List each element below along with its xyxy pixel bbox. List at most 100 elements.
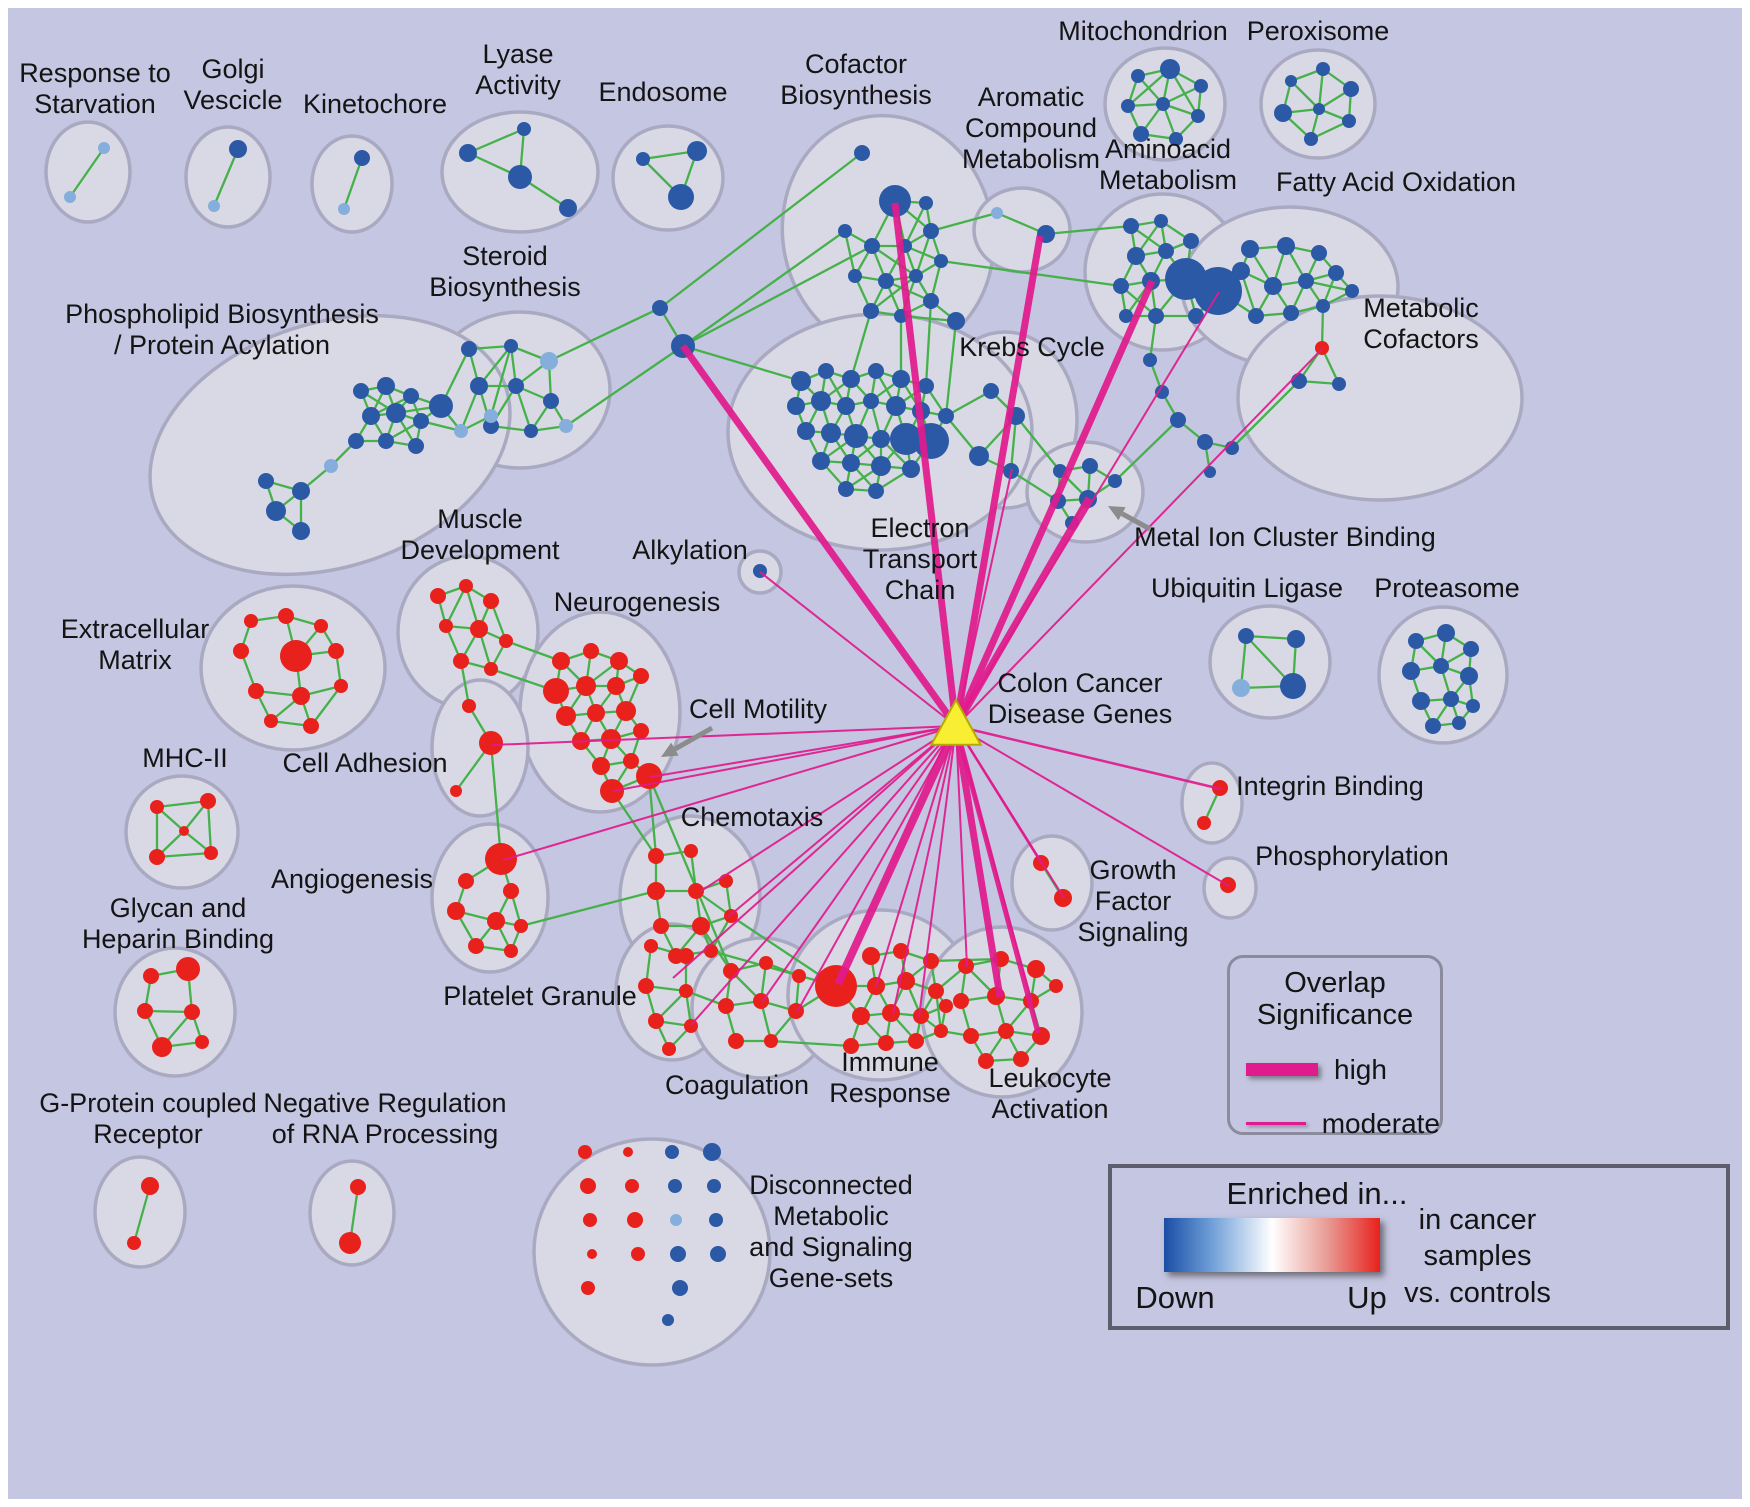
gene-set-node-proteasome [1443, 691, 1459, 707]
hub-layer [929, 697, 983, 746]
pointer-arrow-shaft [673, 725, 714, 752]
cluster-ellipse-angiogenesis [430, 822, 550, 974]
high-significance-label: high [1334, 1053, 1387, 1085]
gene-set-node-ubiquitin-ligase [1238, 628, 1254, 644]
gene-set-node-proteasome [1402, 662, 1420, 680]
gene-set-node-phospholipid-biosynthesis [484, 409, 498, 423]
gradient-down-label: Down [1135, 1280, 1215, 1315]
gene-set-node-junction-nodes [652, 300, 668, 316]
gene-set-node-leukocyte-activation [963, 1028, 979, 1044]
gene-set-node-angiogenesis [447, 902, 465, 920]
cluster-label-growth-factor-signaling: Factor [1095, 886, 1172, 916]
pointer-arrow-shaft [1120, 511, 1152, 532]
gene-set-node-extracellular-matrix [248, 683, 264, 699]
cluster-label-extracellular-matrix: Extracellular [61, 614, 210, 644]
gene-set-node-immune-response [878, 1035, 894, 1051]
gene-set-node-glycan-heparin-binding [137, 1003, 153, 1019]
gene-set-node-electron-transport-chain [787, 397, 805, 415]
gene-set-node-disconnected-gene-sets [623, 1147, 633, 1157]
gene-set-node-proteasome [1463, 641, 1479, 657]
arrows-layer [661, 506, 1152, 757]
gene-set-node-neurogenesis [556, 706, 576, 726]
gene-set-node-phospholipid-biosynthesis [353, 383, 369, 399]
cluster-label-neurogenesis: Neurogenesis [554, 587, 721, 617]
gene-set-node-extracellular-matrix [244, 614, 258, 628]
cluster-label-phospholipid-biosynthesis: Phospholipid Biosynthesis [65, 299, 379, 329]
gene-set-node-cell-adhesion [479, 731, 503, 755]
gene-set-node-glycan-heparin-binding [195, 1035, 209, 1049]
cluster-label-growth-factor-signaling: Growth [1089, 855, 1176, 885]
pointer-arrow-head [661, 742, 679, 757]
cluster-label-proteasome: Proteasome [1374, 573, 1520, 603]
gene-set-node-disconnected-gene-sets [580, 1178, 596, 1194]
gene-set-node-electron-transport-chain [871, 456, 891, 476]
gene-set-node-electron-transport-chain [892, 370, 910, 388]
cluster-ellipse-aromatic-compound-metabolism [972, 186, 1072, 274]
gene-set-node-cofactor-biosynthesis [848, 269, 862, 283]
cluster-label-platelet-granule: Platelet Granule [443, 981, 637, 1011]
gene-set-node-chemotaxis [648, 848, 664, 864]
gene-set-node-cofactor-biosynthesis [878, 273, 894, 289]
gene-set-node-cofactor-biosynthesis [879, 185, 911, 217]
gene-set-node-aminoacid-metabolism [1154, 214, 1168, 228]
gene-set-node-cofactor-biosynthesis [923, 293, 939, 309]
gene-set-node-aminoacid-metabolism [1148, 308, 1164, 324]
inter-cluster-edge [548, 306, 661, 363]
gene-set-overlap-edge [1310, 119, 1350, 141]
significance-edges-layer [491, 202, 1323, 1034]
gene-set-node-mitochondrion [1194, 79, 1208, 93]
gene-set-node-neurogenesis [587, 704, 605, 722]
gene-set-node-neurogenesis [616, 701, 636, 721]
gene-set-node-angiogenesis [487, 912, 505, 930]
cluster-label-glycan-heparin-binding: Glycan and [110, 893, 247, 923]
moderate-significance-edge [491, 725, 957, 746]
gene-set-node-cofactor-biosynthesis [863, 303, 879, 319]
gene-set-overlap-edge [1009, 415, 1018, 472]
pointer-arrow-head [1108, 506, 1126, 521]
gene-set-node-metabolic-cofactors [1332, 377, 1346, 391]
gene-set-node-cofactor-biosynthesis [923, 223, 939, 239]
gene-set-node-disconnected-gene-sets [672, 1280, 688, 1296]
gene-set-node-lyase-activity [517, 122, 531, 136]
gene-set-node-disconnected-gene-sets [627, 1212, 643, 1228]
overlap-high-row: high [1246, 1054, 1440, 1086]
cluster-ellipse-metabolic-cofactors [1236, 294, 1524, 502]
inter-cluster-edge [682, 230, 846, 347]
gene-set-node-leukocyte-activation [1027, 960, 1045, 978]
cluster-label-metabolic-cofactors: Metabolic [1363, 293, 1479, 323]
gene-set-node-aminoacid-metabolism [1188, 308, 1204, 324]
gene-set-node-peroxisome [1343, 81, 1359, 97]
gene-set-node-electron-transport-chain [797, 422, 815, 440]
cluster-label-g-protein-coupled-receptor: G-Protein coupled [39, 1088, 257, 1118]
gene-set-overlap-edge [212, 148, 240, 207]
gene-set-node-metabolic-cofactors [1291, 373, 1307, 389]
gene-set-node-coagulation [759, 956, 773, 970]
cluster-label-metabolic-cofactors: Cofactors [1363, 324, 1479, 354]
gene-set-node-coagulation [792, 969, 806, 983]
cluster-ellipse-phospholipid-biosynthesis [148, 313, 512, 577]
gene-set-node-immune-response [939, 999, 953, 1013]
gene-set-node-angiogenesis [514, 919, 528, 933]
cluster-label-mhc-ii: MHC-II [142, 743, 227, 773]
gene-set-node-disconnected-gene-sets [578, 1145, 592, 1159]
cluster-ellipse-negative-regulation-rna-processing [308, 1159, 396, 1267]
gene-set-node-phospholipid-biosynthesis [362, 407, 380, 425]
inter-cluster-edge [505, 639, 562, 663]
gene-set-node-neurogenesis [607, 677, 625, 695]
gene-set-node-steroid-biosynthesis [483, 418, 499, 434]
inter-cluster-edge [520, 889, 657, 928]
gene-set-node-cofactor-biosynthesis [909, 269, 923, 283]
moderate-significance-edge [727, 725, 957, 918]
gene-set-node-endosome [687, 141, 707, 161]
gene-set-overlap-edge [132, 1185, 152, 1244]
moderate-significance-edge [955, 725, 1230, 887]
gene-set-node-electron-transport-chain [868, 363, 884, 379]
gene-set-node-steroid-biosynthesis [524, 424, 538, 438]
gene-set-node-immune-response [934, 1024, 948, 1038]
gene-set-node-peroxisome [1316, 62, 1330, 76]
moderate-significance-edge [672, 725, 957, 979]
gene-set-node-metal-tail-nodes [1155, 385, 1169, 399]
gene-set-node-angiogenesis [503, 883, 519, 899]
gene-set-overlap-edge [870, 275, 917, 312]
